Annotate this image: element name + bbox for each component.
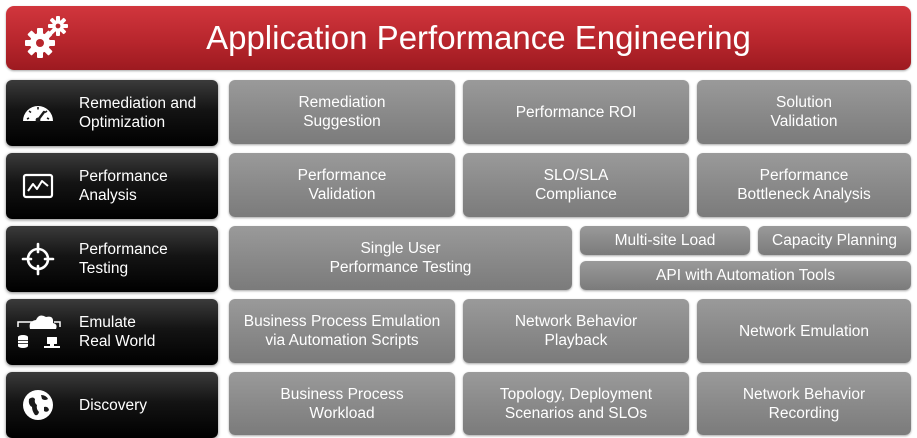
category-performance-testing: Performance Testing <box>6 226 218 292</box>
cell-multi-site-load: Multi-site Load <box>580 226 750 255</box>
category-remediation-optimization: Remediation and Optimization <box>6 80 218 146</box>
category-label: Performance Testing <box>79 241 168 277</box>
cell-capacity-planning: Capacity Planning <box>758 226 911 255</box>
category-performance-analysis: Performance Analysis <box>6 153 218 219</box>
cell-api-automation-tools: API with Automation Tools <box>580 261 911 290</box>
category-label: Remediation and Optimization <box>79 95 197 131</box>
cell-network-behavior-recording: Network Behavior Recording <box>697 372 911 435</box>
line-chart-icon <box>22 173 54 199</box>
cell-remediation-suggestion: Remediation Suggestion <box>229 80 455 144</box>
cell-topology-deployment: Topology, Deployment Scenarios and SLOs <box>463 372 689 435</box>
speedometer-icon <box>23 106 53 123</box>
gears-icon <box>25 16 68 58</box>
crosshair-icon <box>21 242 55 276</box>
globe-icon <box>23 390 53 420</box>
cell-bottleneck-analysis: Performance Bottleneck Analysis <box>697 153 911 217</box>
cell-business-process-emulation: Business Process Emulation via Automatio… <box>229 299 455 363</box>
cell-solution-validation: Solution Validation <box>697 80 911 144</box>
page-title: Application Performance Engineering <box>206 19 751 56</box>
cell-network-behavior-playback: Network Behavior Playback <box>463 299 689 363</box>
category-emulate-real-world: Emulate Real World <box>6 299 218 365</box>
category-label: Emulate Real World <box>79 314 156 350</box>
cell-business-process-workload: Business Process Workload <box>229 372 455 435</box>
cell-slo-sla-compliance: SLO/SLA Compliance <box>463 153 689 217</box>
category-discovery: Discovery <box>6 372 218 438</box>
title-banner: Application Performance Engineering <box>6 6 911 70</box>
cell-performance-roi: Performance ROI <box>463 80 689 144</box>
cell-network-emulation: Network Emulation <box>697 299 911 363</box>
cell-performance-validation: Performance Validation <box>229 153 455 217</box>
category-label: Performance Analysis <box>79 168 168 204</box>
category-label: Discovery <box>79 396 148 414</box>
cell-single-user-testing: Single User Performance Testing <box>229 226 572 290</box>
cloud-network-icon <box>17 315 61 348</box>
